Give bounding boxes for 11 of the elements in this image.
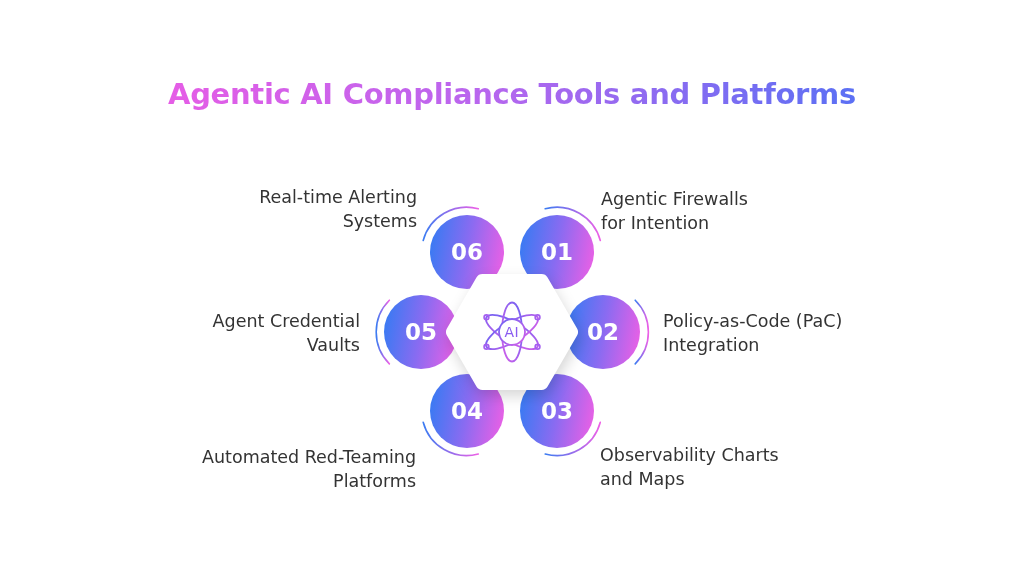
number-circle: 04: [430, 374, 504, 448]
item-label: Policy-as-Code (PaC) Integration: [663, 310, 844, 357]
item-label: Real-time Alerting Systems: [258, 186, 417, 233]
item-label: Agentic Firewalls for Intention: [601, 188, 749, 235]
number-circle: 06: [430, 215, 504, 289]
icon-text: AI: [504, 324, 520, 340]
item-label: Automated Red-Teaming Platforms: [201, 446, 416, 493]
number-circle: 03: [520, 374, 594, 448]
item-label: Agent Credential Vaults: [211, 310, 360, 357]
item-label: Observability Charts and Maps: [600, 444, 780, 491]
number-circle: 01: [520, 215, 594, 289]
